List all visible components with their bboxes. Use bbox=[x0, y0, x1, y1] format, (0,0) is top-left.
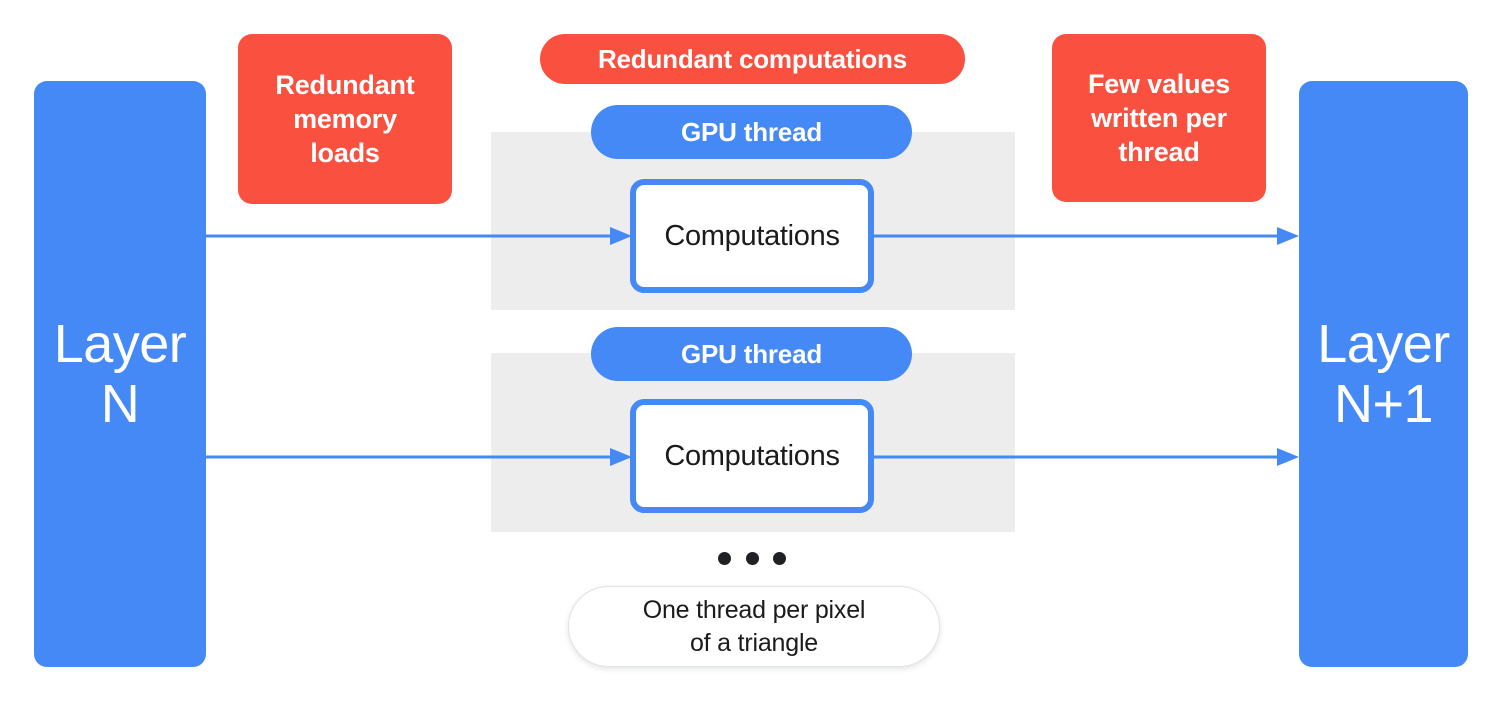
arrow-layer-n-to-thread-2 bbox=[206, 448, 632, 466]
ellipsis-dot-1 bbox=[718, 551, 731, 565]
callout-few-values-written-per-thread: Few values written per thread bbox=[1052, 34, 1266, 202]
arrow-thread-2-to-layer-n-plus-1 bbox=[874, 448, 1299, 466]
layer-n-plus-1-block: Layer N+1 bbox=[1299, 81, 1468, 667]
layer-n-block: Layer N bbox=[34, 81, 206, 667]
arrow-layer-n-to-thread-1 bbox=[206, 227, 632, 245]
ellipsis-more-threads bbox=[718, 550, 786, 566]
ellipsis-dot-2 bbox=[745, 551, 759, 565]
arrow-thread-1-to-layer-n-plus-1 bbox=[874, 227, 1299, 245]
gpu-thread-pill-2: GPU thread bbox=[591, 327, 912, 381]
callout-redundant-memory-loads: Redundant memory loads bbox=[238, 34, 452, 204]
ellipsis-dot-3 bbox=[773, 551, 786, 565]
gpu-thread-pill-1: GPU thread bbox=[591, 105, 912, 159]
note-one-thread-per-pixel: One thread per pixel of a triangle bbox=[568, 586, 940, 667]
computations-box-1: Computations bbox=[630, 179, 874, 293]
computations-box-2: Computations bbox=[630, 399, 874, 513]
callout-redundant-computations: Redundant computations bbox=[540, 34, 965, 84]
